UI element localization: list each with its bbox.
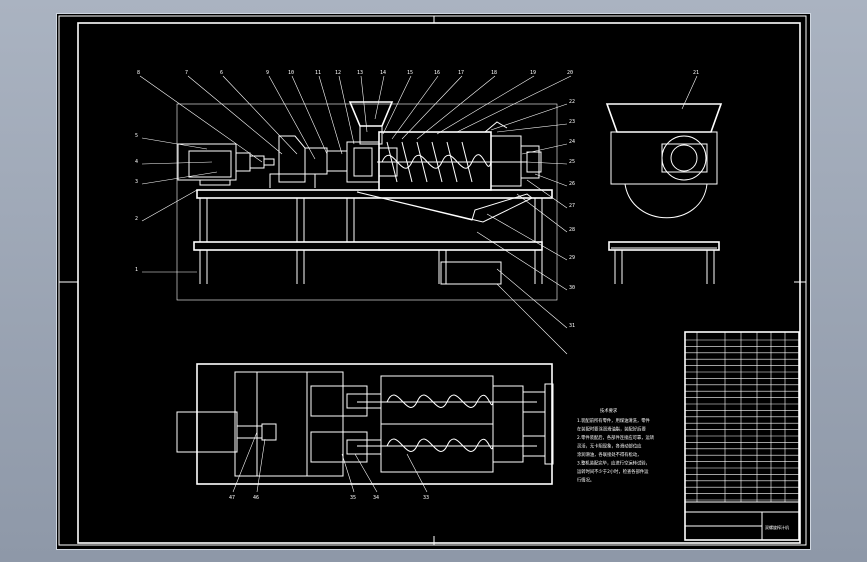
part-label: 3 xyxy=(135,179,138,185)
part-label: 47 xyxy=(229,495,235,501)
technical-requirements: 技术要求 1.装配前所有零件，用煤油清洗，零件在装配时要涂润滑油脂，装配好后要2… xyxy=(577,407,655,484)
tech-req-line: 涂润滑油，各联接处不得有松动， xyxy=(577,451,641,458)
part-label: 16 xyxy=(434,70,440,76)
part-label: 17 xyxy=(458,70,464,76)
part-label: 28 xyxy=(569,227,575,233)
tech-req-line: 2.零件装配后，各部件连接应可靠，运转 xyxy=(577,434,655,441)
part-label: 2 xyxy=(135,216,138,222)
tech-req-line: 3.整机装配完毕，应进行空运转试验， xyxy=(577,460,650,467)
side-view-label: 21 xyxy=(693,70,699,76)
part-label: 6 xyxy=(220,70,223,76)
tech-req-line: 在装配时要涂润滑油脂，装配好后要 xyxy=(577,426,646,433)
part-label: 14 xyxy=(380,70,386,76)
part-label: 33 xyxy=(423,495,429,501)
part-label: 27 xyxy=(569,203,575,209)
part-label: 26 xyxy=(569,181,575,187)
part-label: 4 xyxy=(135,159,138,165)
part-label: 15 xyxy=(407,70,413,76)
part-label: 8 xyxy=(137,70,140,76)
part-label: 20 xyxy=(567,70,573,76)
title-block-name: 双螺旋榨汁机 xyxy=(765,524,789,530)
tech-req-line: 1.装配前所有零件，用煤油清洗，零件 xyxy=(577,417,651,424)
part-label: 1 xyxy=(135,267,138,273)
tech-req-line: 灵活，无卡阻现象，各滑动部位应 xyxy=(577,443,642,450)
part-label: 5 xyxy=(135,133,138,139)
part-label: 30 xyxy=(569,285,575,291)
part-label: 46 xyxy=(253,495,259,501)
part-label: 11 xyxy=(315,70,321,76)
part-label: 10 xyxy=(288,70,294,76)
tech-req-title: 技术要求 xyxy=(600,407,618,414)
part-label: 23 xyxy=(569,119,575,125)
sheet-inner-frame xyxy=(77,22,801,544)
part-label: 34 xyxy=(373,495,379,501)
side-view: 21 xyxy=(605,70,723,284)
sheet-outer-border xyxy=(58,15,807,546)
bom-title-block: 双螺旋榨汁机 xyxy=(684,331,800,541)
part-label: 19 xyxy=(530,70,536,76)
part-label: 13 xyxy=(357,70,363,76)
tech-req-line: 行情况。 xyxy=(577,477,594,484)
part-label: 18 xyxy=(491,70,497,76)
part-label: 9 xyxy=(266,70,269,76)
part-label: 24 xyxy=(569,139,575,145)
part-label: 25 xyxy=(569,159,575,165)
part-label: 35 xyxy=(350,495,356,501)
part-label: 22 xyxy=(569,99,575,105)
part-label: 7 xyxy=(185,70,188,76)
part-label: 29 xyxy=(569,255,575,261)
part-label: 12 xyxy=(335,70,341,76)
tech-req-line: 运转时间不少于2小时，检查各部件运 xyxy=(577,468,649,475)
part-label: 31 xyxy=(569,323,575,329)
plan-view: 47 46 35 34 33 xyxy=(176,363,554,501)
